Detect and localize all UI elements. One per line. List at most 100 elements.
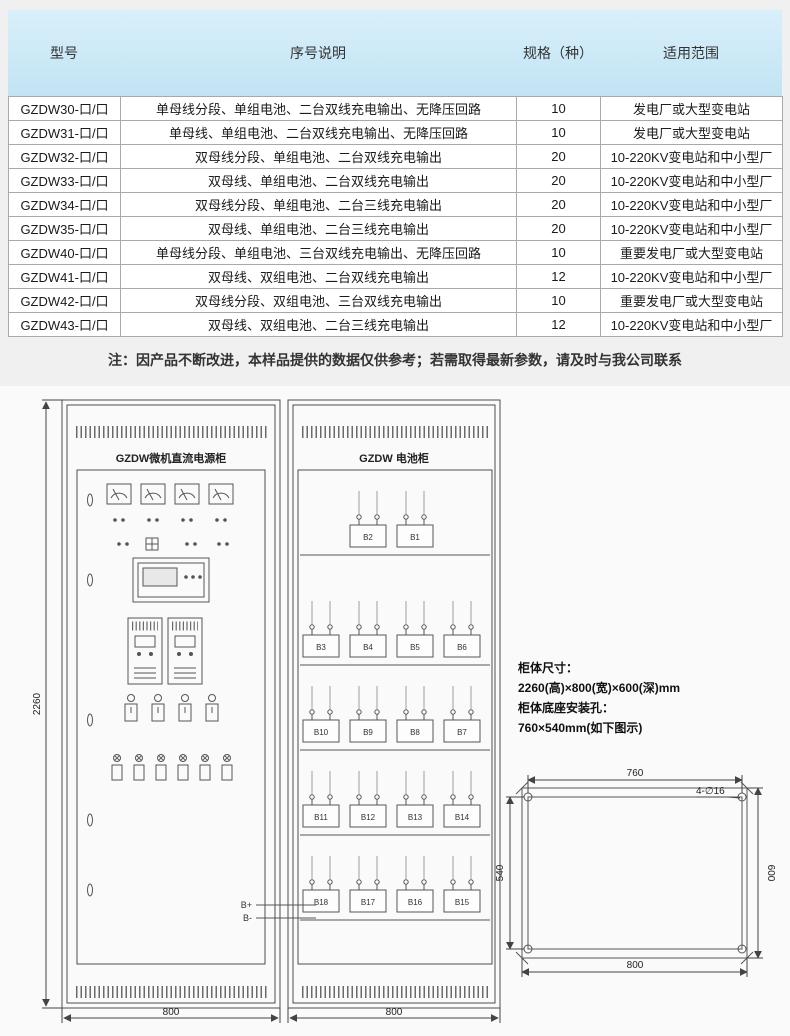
circuit-breaker (199, 764, 211, 781)
battery-terminal (327, 709, 333, 715)
battery-terminal (374, 514, 380, 520)
indicator-lamp (185, 542, 189, 546)
panel-meter (140, 483, 166, 505)
left-cabinet-outline (61, 399, 281, 1009)
battery-terminal (468, 794, 474, 800)
monitor-module (132, 557, 210, 603)
row-model: GZDW40-口/口 (8, 240, 121, 265)
plate-left-dimension: 540 (495, 864, 506, 881)
door-handle (87, 883, 93, 897)
battery-label: B15 (455, 898, 470, 907)
battery-cell (302, 804, 340, 828)
battery-label: B7 (457, 728, 467, 737)
row-model: GZDW31-口/口 (8, 120, 121, 145)
door-handle (87, 493, 93, 507)
battery-terminal (309, 879, 315, 885)
circuit-breaker (133, 764, 145, 781)
column-header-description: 序号说明 (290, 45, 346, 61)
row-range: 10-220KV变电站和中小型厂 (600, 216, 783, 241)
row-spec: 10 (516, 96, 601, 121)
row-description: 单母线、单组电池、二台双线充电输出、无降压回路 (120, 120, 517, 145)
battery-terminal (327, 879, 333, 885)
right-width-dimension: 800 (386, 1007, 403, 1018)
battery-label: B13 (408, 813, 423, 822)
indicator-lamp (223, 518, 227, 522)
battery-cell (302, 719, 340, 743)
base-plate-dimensions: 760 540 600 800 4-∅16 (495, 768, 776, 977)
battery-terminal (450, 624, 456, 630)
breaker-indicator (135, 754, 143, 762)
row-description: 双母线分段、单组电池、二台双线充电输出 (120, 144, 517, 169)
battery-terminal (403, 709, 409, 715)
column-header-model: 型号 (50, 45, 78, 61)
breaker-indicator (223, 754, 231, 762)
row-model: GZDW30-口/口 (8, 96, 121, 121)
battery-terminal (356, 794, 362, 800)
spec-line-size-value: 2260(高)×800(宽)×600(深)mm (518, 681, 681, 695)
row-range: 10-220KV变电站和中小型厂 (600, 192, 783, 217)
breaker-indicator (154, 694, 162, 702)
battery-cell (396, 634, 434, 658)
row-description: 双母线、单组电池、二台三线充电输出 (120, 216, 517, 241)
left-cabinet-internals (87, 483, 234, 897)
height-dimension: 2260 (32, 692, 43, 715)
breaker-indicator (208, 694, 216, 702)
indicator-lamp (155, 518, 159, 522)
row-range: 发电厂或大型变电站 (600, 96, 783, 121)
battery-cell (396, 719, 434, 743)
row-model: GZDW34-口/口 (8, 192, 121, 217)
battery-cell (443, 889, 481, 913)
battery-terminal (403, 514, 409, 520)
battery-label: B9 (363, 728, 373, 737)
row-description: 双母线分段、双组电池、三台双线充电输出 (120, 288, 517, 313)
cabinet-dimensions: 2260 800 800 (32, 399, 501, 1023)
right-cabinet-title: GZDW 电池柜 (359, 451, 429, 465)
breaker-indicator (181, 694, 189, 702)
door-handle (87, 813, 93, 827)
battery-terminal (356, 879, 362, 885)
column-header-spec: 规格（种） (523, 45, 593, 61)
right-cabinet-outline (287, 399, 501, 1009)
row-description: 双母线、双组电池、二台双线充电输出 (120, 264, 517, 289)
row-model: GZDW42-口/口 (8, 288, 121, 313)
left-cabinet-title: GZDW微机直流电源柜 (116, 451, 227, 465)
indicator-lamp (181, 518, 185, 522)
circuit-breaker (111, 764, 123, 781)
row-range: 10-220KV变电站和中小型厂 (600, 312, 783, 337)
battery-label: B1 (410, 533, 420, 542)
breaker-indicator (201, 754, 209, 762)
battery-terminal (374, 709, 380, 715)
row-model: GZDW35-口/口 (8, 216, 121, 241)
battery-cell (349, 889, 387, 913)
indicator-lamp (193, 542, 197, 546)
panel-meter (174, 483, 200, 505)
breaker-indicator (113, 754, 121, 762)
plate-top-dimension: 760 (627, 768, 644, 779)
spec-line-size-title: 柜体尺寸： (518, 661, 579, 675)
row-range: 10-220KV变电站和中小型厂 (600, 264, 783, 289)
battery-terminal (450, 879, 456, 885)
indicator-lamp (225, 542, 229, 546)
battery-cell (349, 719, 387, 743)
row-spec: 10 (516, 288, 601, 313)
battery-label: B2 (363, 533, 373, 542)
indicator-lamp (125, 542, 129, 546)
row-spec: 10 (516, 240, 601, 265)
circuit-breaker (178, 703, 192, 722)
battery-label: B4 (363, 643, 373, 652)
row-range: 重要发电厂或大型变电站 (600, 288, 783, 313)
row-spec: 20 (516, 144, 601, 169)
battery-cell (302, 889, 340, 913)
cabinet-spec-text: 柜体尺寸： 2260(高)×800(宽)×600(深)mm 柜体底座安装孔： 7… (518, 658, 680, 738)
battery-terminal (468, 709, 474, 715)
spec-table-header: 型号 序号说明 规格（种） 适用范围 (8, 10, 782, 96)
battery-label: B10 (314, 728, 329, 737)
battery-label: B5 (410, 643, 420, 652)
